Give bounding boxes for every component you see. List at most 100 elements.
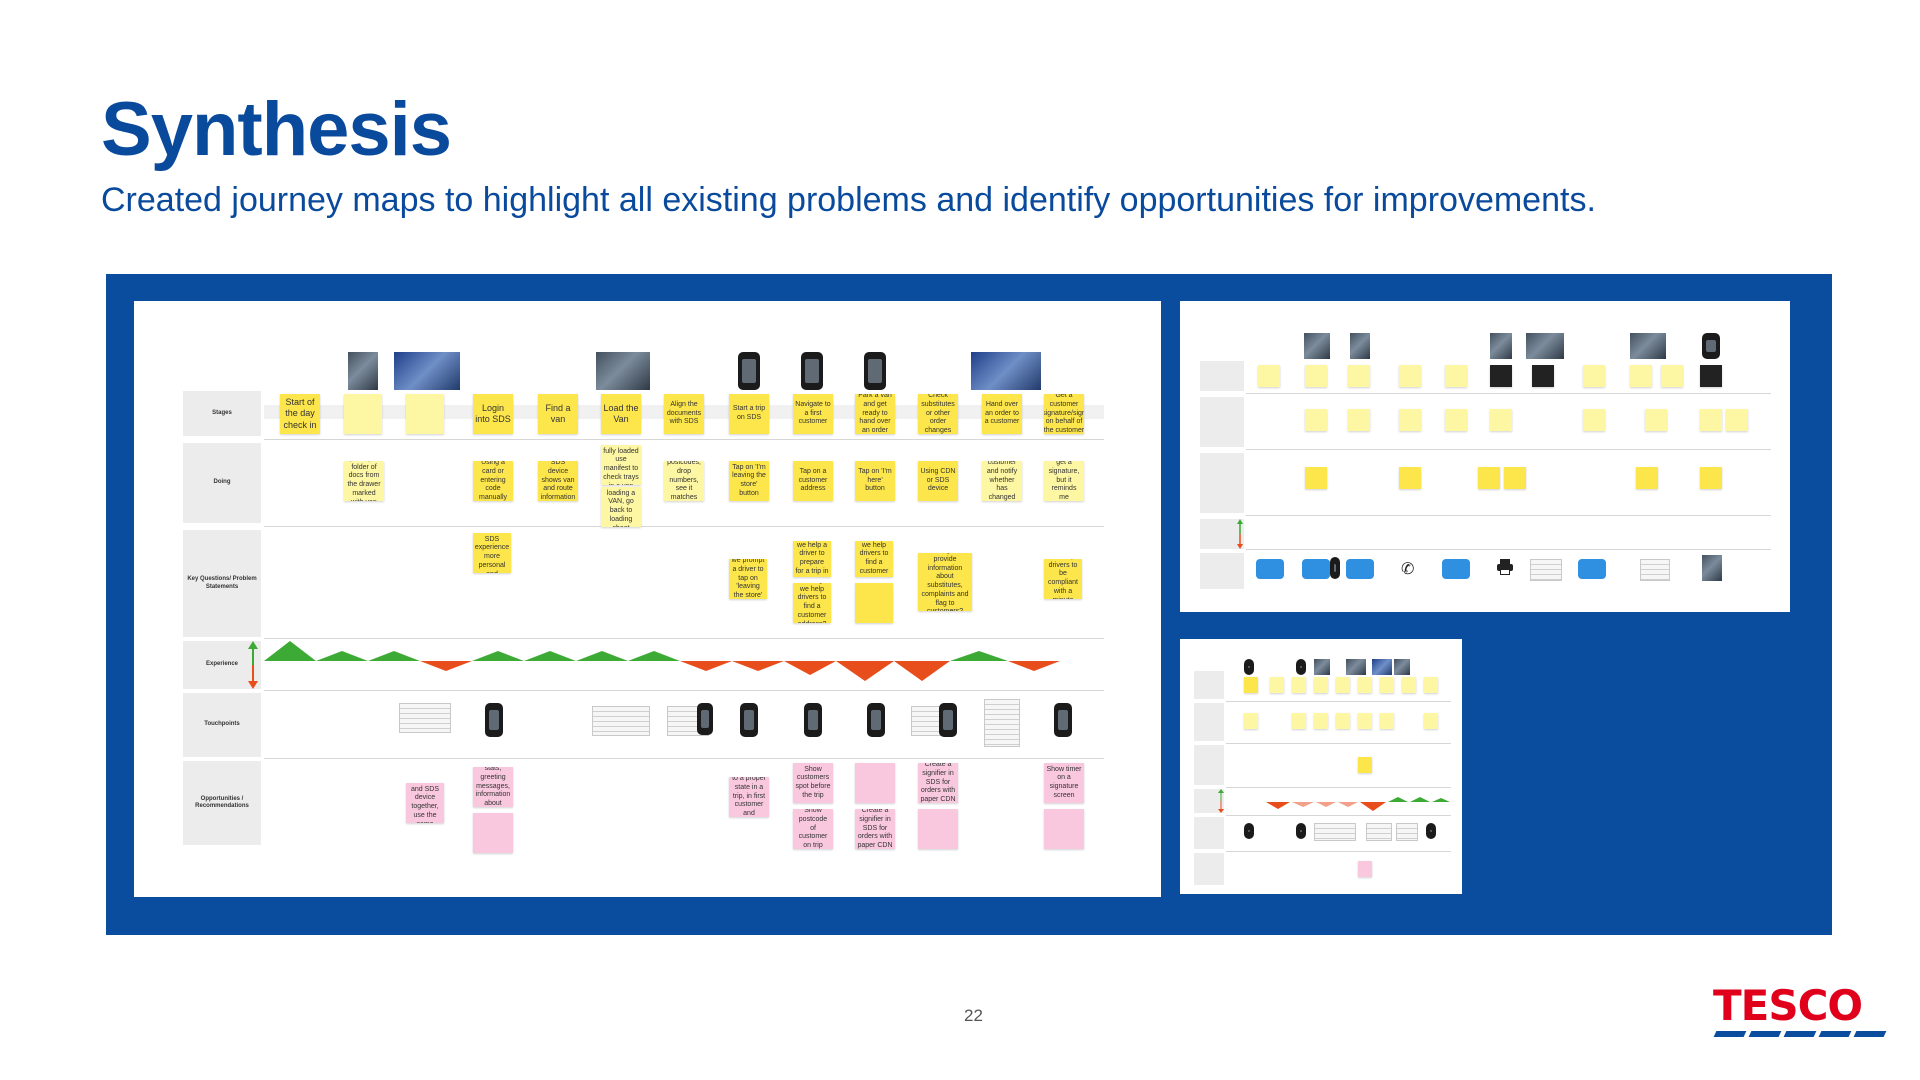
page-number: 22 [964, 1006, 983, 1025]
question-note: How might we help drivers to be complian… [1044, 559, 1082, 599]
stage-note [344, 394, 382, 434]
row-label-stages: Stages [183, 391, 261, 436]
question-note [1305, 467, 1327, 489]
experience-positive-peak [576, 651, 628, 661]
touchpoint-screen [1256, 559, 1284, 579]
stage-note [1244, 677, 1258, 693]
phone-icon [867, 703, 885, 737]
doing-note: 2. If loading a VAN, go back to loading … [601, 487, 641, 527]
question-note [1504, 467, 1526, 489]
row-separator [1226, 701, 1451, 702]
row-separator [264, 758, 1104, 759]
arrow-down-icon [248, 681, 258, 689]
question-note: How might we help drivers to find a cust… [793, 583, 831, 623]
doing-note [1314, 713, 1328, 729]
phone-icon [801, 352, 823, 390]
journey-map-main: Stages Doing Key Questions/ Problem Stat… [134, 301, 1161, 897]
doing-note [1445, 409, 1467, 431]
phone-icon [864, 352, 886, 390]
stage-photo [348, 352, 378, 390]
row-label [1200, 453, 1244, 513]
row-label [1200, 519, 1244, 549]
stage-note: Park a van and get ready to hand over an… [855, 394, 895, 434]
touchpoint-photo [1702, 555, 1722, 581]
experience-arrows [248, 641, 258, 689]
row-label-doing: Doing [183, 443, 261, 523]
opportunity-note: Create a signifier in SDS for orders wit… [918, 763, 958, 803]
stage-note [1305, 365, 1327, 387]
question-note [1358, 757, 1372, 773]
tesco-logo: TESCO [1713, 985, 1887, 1040]
opportunity-note: Align all documents and SDS device toget… [406, 783, 444, 823]
stage-photo [1526, 333, 1564, 359]
doing-note [1348, 409, 1370, 431]
doing-note: Tap on 'I'm here' button [855, 461, 895, 501]
question-note: How might we provide information about s… [918, 553, 972, 611]
phone-icon [1330, 557, 1340, 579]
stage-note [1700, 365, 1722, 387]
logo-wordmark: TESCO [1713, 981, 1863, 1030]
phone-icon [1426, 823, 1436, 839]
logo-stripes [1713, 1031, 1887, 1037]
doing-note [1490, 409, 1512, 431]
opportunity-note: Show postcode of customer on trip [793, 809, 833, 849]
row-label [1194, 745, 1224, 785]
experience-positive-peak [524, 651, 576, 661]
opportunity-note [918, 809, 958, 849]
stage-note [1292, 677, 1306, 693]
opportunity-note [473, 813, 513, 853]
touchpoint-screen [1442, 559, 1470, 579]
stage-note: Login into SDS [473, 394, 513, 434]
stage-note: Load the Van [601, 394, 641, 434]
experience-arrows [1237, 519, 1243, 549]
stage-note: Get a customer signature/sign on behalf … [1044, 394, 1084, 434]
arrow-up-icon [248, 641, 258, 649]
doing-note [1726, 409, 1748, 431]
touchpoint-screen [1302, 559, 1330, 579]
touchpoint-document [984, 699, 1020, 747]
question-note: How might we prompt a driver to tap on '… [729, 559, 767, 599]
stage-photo [1314, 659, 1330, 675]
stage-photo [1630, 333, 1666, 359]
stage-note [406, 394, 444, 434]
touchpoint-screen [1578, 559, 1606, 579]
doing-note: Using CDN or SDS device [918, 461, 958, 501]
stage-note: Start a trip on SDS [729, 394, 769, 434]
row-label [1194, 703, 1224, 741]
row-label [1200, 361, 1244, 391]
stage-note [1336, 677, 1350, 693]
question-note: How might we help drivers to find a cust… [855, 541, 893, 577]
stage-note: Start of the day check in [280, 394, 320, 434]
arrow-up-icon [1218, 789, 1224, 793]
doing-note [1358, 713, 1372, 729]
doing-note [1424, 713, 1438, 729]
opportunity-note: Show timer on a signature screen [1044, 763, 1084, 803]
stage-note [1270, 677, 1284, 693]
row-label-key-questions: Key Questions/ Problem Statements [183, 530, 261, 637]
experience-negative-dip [836, 661, 894, 681]
stage-note: Hand over an order to a customer [982, 394, 1022, 434]
phone-icon [939, 703, 957, 737]
question-note: How might we make SDS experience more pe… [473, 533, 511, 573]
doing-note: Compare postcodes, drop numbers, see it … [664, 461, 704, 501]
stage-note [1348, 365, 1370, 387]
opportunity-note: Create a signifier in SDS for orders wit… [855, 809, 895, 849]
row-separator [1246, 549, 1771, 550]
doing-note: SDS device shows van and route informati… [538, 461, 578, 501]
stage-photo [1350, 333, 1370, 359]
stage-note [1661, 365, 1683, 387]
journey-board: Stages Doing Key Questions/ Problem Stat… [106, 274, 1832, 935]
slide-title: Synthesis [101, 87, 452, 172]
stage-photo [394, 352, 460, 390]
stage-note: Find a van [538, 394, 578, 434]
touchpoint-document [1530, 559, 1562, 581]
touchpoint-document [1366, 823, 1392, 841]
question-note [1700, 467, 1722, 489]
stage-note [1490, 365, 1512, 387]
row-separator [1226, 743, 1451, 744]
phone-icon [1054, 703, 1072, 737]
journey-map-tertiary [1180, 639, 1462, 894]
touchpoint-document [592, 706, 650, 736]
row-label [1194, 817, 1224, 849]
touchpoint-screen [1346, 559, 1374, 579]
